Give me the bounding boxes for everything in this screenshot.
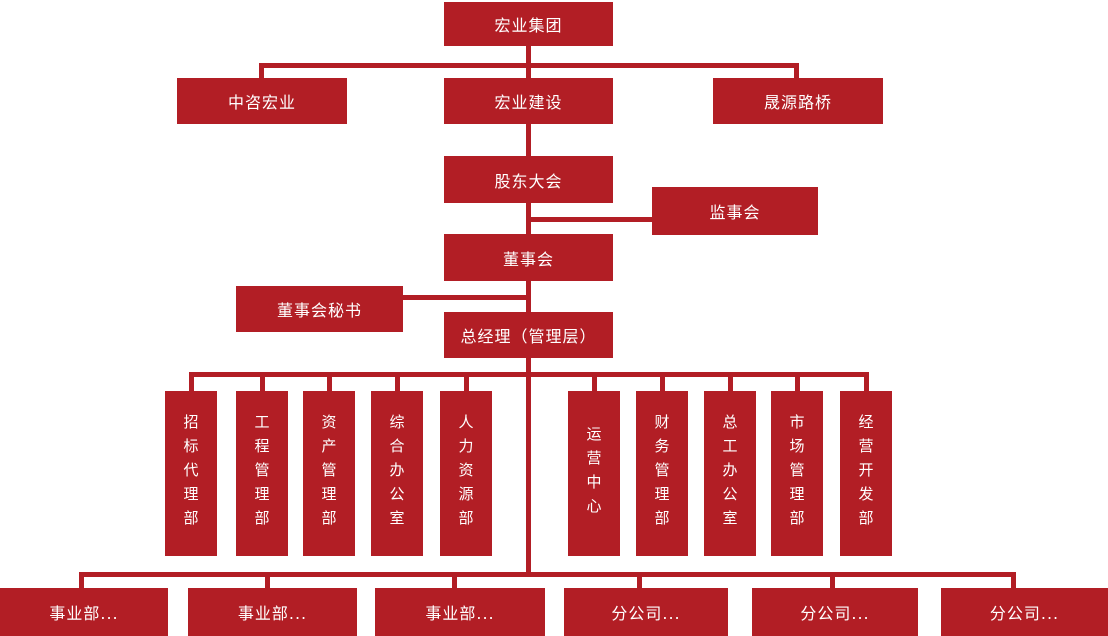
connector-dept-stub-4: [395, 372, 400, 391]
node-subsidiary-hongye-construction: 宏业建设: [444, 78, 613, 124]
connector-gm-stub: [526, 358, 531, 374]
connector-dept-stub-7: [660, 372, 665, 391]
connector-board-to-gm: [526, 281, 531, 312]
node-dept-finance-mgmt: 财务管理部: [636, 391, 688, 556]
node-dept-market-mgmt: 市场管理部: [771, 391, 823, 556]
connector-level2-drop-center: [526, 63, 531, 78]
connector-level2-drop-right: [794, 63, 799, 78]
node-dept-engineering-mgmt: 工程管理部: [236, 391, 288, 556]
connector-bottom-hline: [79, 572, 1016, 577]
connector-bottom-stub-3: [452, 572, 457, 588]
connector-dept-stub-1: [189, 372, 194, 391]
connector-dept-stub-10: [864, 372, 869, 391]
node-subsidiary-zhongzi-hongye: 中咨宏业: [177, 78, 347, 124]
connector-bottom-stub-6: [1011, 572, 1016, 588]
node-branch-company-1: 分公司...: [564, 588, 728, 636]
node-dept-asset-mgmt: 资产管理部: [303, 391, 355, 556]
node-branch-company-2: 分公司...: [752, 588, 918, 636]
connector-level2-drop-left: [259, 63, 264, 78]
node-dept-operations-center: 运营中心: [568, 391, 620, 556]
node-board-of-directors: 董事会: [444, 234, 613, 281]
node-shareholders-meeting: 股东大会: [444, 156, 613, 203]
connector-bottom-stub-2: [265, 572, 270, 588]
connector-supervisory-branch: [528, 217, 652, 222]
node-board-secretary: 董事会秘书: [236, 286, 403, 332]
node-general-manager: 总经理（管理层）: [444, 312, 613, 358]
connector-main-vline: [526, 372, 531, 577]
node-business-unit-1: 事业部...: [0, 588, 168, 636]
connector-construction-to-shareholders: [526, 124, 531, 156]
node-group-root: 宏业集团: [444, 2, 613, 46]
connector-dept-stub-6: [592, 372, 597, 391]
connector-dept-stub-8: [728, 372, 733, 391]
node-business-unit-3: 事业部...: [375, 588, 545, 636]
node-subsidiary-shengyuan-bridge: 晟源路桥: [713, 78, 883, 124]
node-dept-business-development: 经营开发部: [840, 391, 892, 556]
connector-bottom-stub-5: [830, 572, 835, 588]
connector-dept-stub-5: [464, 372, 469, 391]
connector-secretary-branch: [403, 295, 528, 300]
connector-bottom-stub-4: [637, 572, 642, 588]
node-supervisory-board: 监事会: [652, 187, 818, 235]
connector-dept-stub-9: [795, 372, 800, 391]
connector-bottom-stub-1: [79, 572, 84, 588]
node-dept-hr: 人力资源部: [440, 391, 492, 556]
node-dept-chief-engineer-office: 总工办公室: [704, 391, 756, 556]
node-dept-general-office: 综合办公室: [371, 391, 423, 556]
node-branch-company-3: 分公司...: [941, 588, 1108, 636]
connector-root-stub: [526, 46, 531, 67]
connector-dept-stub-3: [327, 372, 332, 391]
node-dept-bidding-agency: 招标代理部: [165, 391, 217, 556]
node-business-unit-2: 事业部...: [188, 588, 357, 636]
connector-dept-stub-2: [260, 372, 265, 391]
